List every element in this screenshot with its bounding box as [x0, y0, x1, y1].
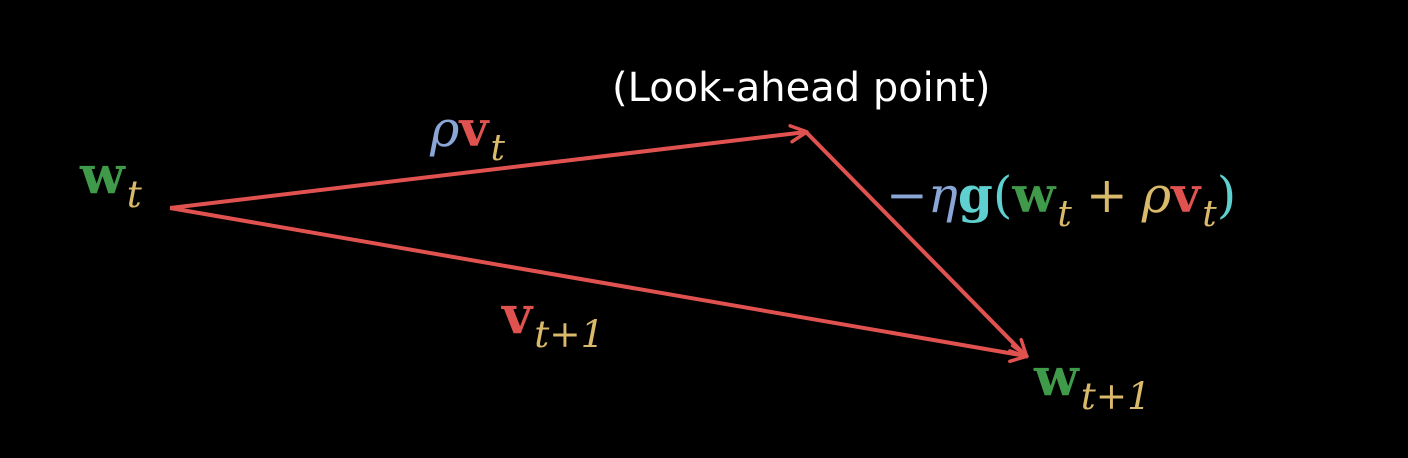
- w-t-plus-1-label: wt+1: [1034, 352, 1151, 415]
- w-symbol: w: [1034, 347, 1079, 408]
- t-plus-1-subscript: t+1: [1080, 374, 1151, 419]
- w-symbol: w: [1012, 165, 1056, 224]
- gradient-arrow: [804, 130, 1029, 359]
- v-t-plus-1-label: vt+1: [502, 290, 604, 353]
- open-paren: (: [992, 166, 1013, 224]
- update-arrow: [169, 206, 1029, 364]
- v-symbol: v: [459, 99, 489, 158]
- t-subscript: t: [490, 127, 505, 169]
- momentum-arrow: [169, 124, 809, 210]
- v-symbol: v: [1171, 165, 1201, 224]
- t-plus-1-subscript: t+1: [534, 312, 605, 357]
- v-symbol: v: [502, 285, 533, 346]
- w-symbol: w: [80, 145, 125, 206]
- w-t-label: wt: [80, 150, 142, 213]
- g-symbol: g: [957, 165, 993, 224]
- eta-symbol: η: [927, 166, 958, 224]
- t-subscript: t: [126, 172, 142, 217]
- minus-sign: −: [886, 166, 928, 224]
- look-ahead-caption: (Look-ahead point): [612, 65, 991, 111]
- plus-sign: +: [1085, 166, 1128, 224]
- close-paren: ): [1216, 166, 1237, 224]
- rho-v-t-label: ρvt: [430, 104, 505, 167]
- rho-symbol: ρ: [1141, 166, 1172, 224]
- rho-symbol: ρ: [430, 100, 460, 158]
- t-subscript: t: [1057, 193, 1072, 235]
- gradient-correction-label: −ηg(wt+ρvt): [886, 170, 1236, 233]
- t-subscript: t: [1202, 193, 1217, 235]
